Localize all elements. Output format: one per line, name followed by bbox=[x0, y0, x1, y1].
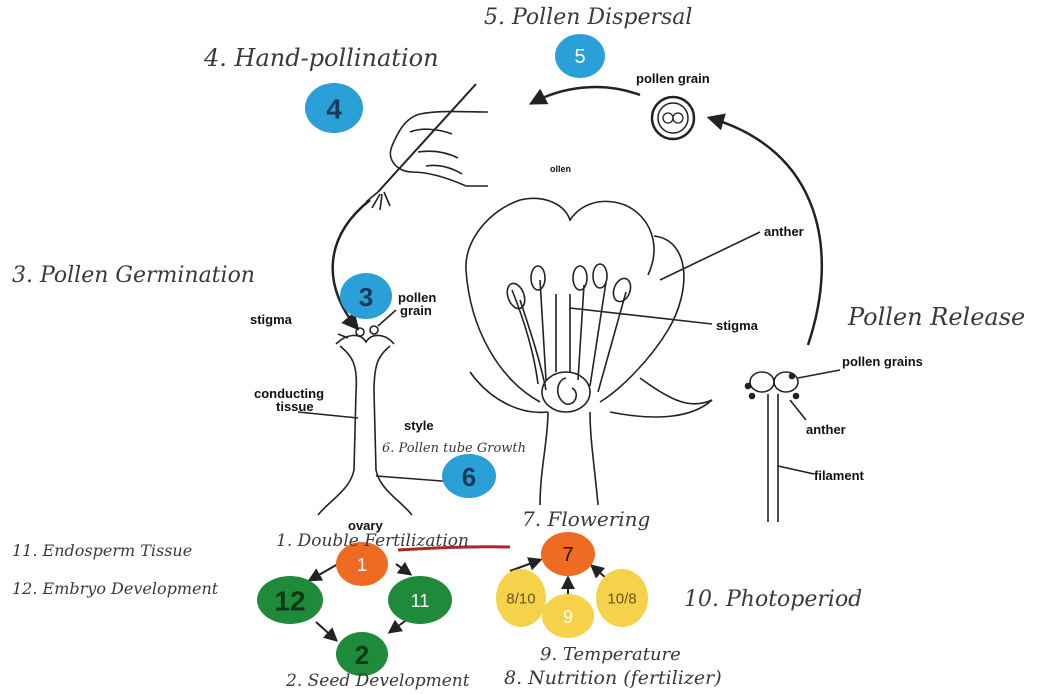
badge-8-10: 8/10 bbox=[496, 569, 546, 627]
badge-2: 2 bbox=[336, 632, 388, 676]
label-anther-right: anther bbox=[806, 422, 846, 437]
label-pollen-grain-top: pollen grain bbox=[636, 71, 710, 86]
flower-cross-section bbox=[466, 198, 760, 505]
label-pollen-germination: 3. Pollen Germination bbox=[12, 263, 255, 288]
label-pollen-release: Pollen Release bbox=[847, 303, 1025, 331]
badge-10-8: 10/8 bbox=[596, 569, 648, 627]
svg-text:3: 3 bbox=[359, 282, 373, 312]
label-hand-pollination: 4. Hand-pollination bbox=[203, 44, 439, 72]
label-pollen-grain-pistil-2: grain bbox=[400, 303, 432, 318]
badge-11: 11 bbox=[388, 576, 452, 624]
label-photoperiod: 10. Photoperiod bbox=[684, 587, 862, 612]
badge-9: 9 bbox=[542, 594, 594, 638]
badge-12: 12 bbox=[257, 576, 323, 624]
label-filament: filament bbox=[814, 468, 865, 483]
pollen-grain-illustration bbox=[652, 97, 694, 139]
arrow-grain-to-hand bbox=[532, 87, 640, 103]
svg-text:12: 12 bbox=[274, 586, 305, 617]
label-pollen-fragment: ollen bbox=[550, 164, 571, 174]
svg-text:6: 6 bbox=[462, 462, 476, 492]
pistil-illustration bbox=[298, 310, 455, 515]
label-flowering: 7. Flowering bbox=[522, 507, 650, 531]
label-stigma-flower: stigma bbox=[716, 318, 759, 333]
svg-text:9: 9 bbox=[563, 607, 573, 627]
label-endosperm-tissue: 11. Endosperm Tissue bbox=[12, 541, 192, 560]
badge-6: 6 bbox=[442, 454, 496, 498]
svg-text:1: 1 bbox=[357, 555, 367, 575]
svg-text:2: 2 bbox=[355, 640, 369, 670]
label-ovary: ovary bbox=[348, 518, 383, 533]
stamen-illustration bbox=[746, 370, 841, 522]
svg-text:4: 4 bbox=[326, 94, 342, 125]
label-pollen-grains-right: pollen grains bbox=[842, 354, 923, 369]
label-style: style bbox=[404, 418, 434, 433]
label-temperature: 9. Temperature bbox=[540, 644, 681, 665]
label-seed-development: 2. Seed Development bbox=[285, 671, 470, 691]
label-stigma-pistil: stigma bbox=[250, 312, 293, 327]
svg-text:11: 11 bbox=[411, 591, 430, 611]
label-double-fertilization: 1. Double Fertilization bbox=[276, 531, 469, 551]
svg-text:5: 5 bbox=[574, 46, 585, 68]
label-pollen-dispersal: 5. Pollen Dispersal bbox=[484, 5, 692, 30]
badge-5: 5 bbox=[555, 34, 605, 78]
label-pollen-tube-growth: 6. Pollen tube Growth bbox=[382, 441, 526, 456]
label-embryo-development: 12. Embryo Development bbox=[12, 579, 219, 598]
badge-3: 3 bbox=[340, 273, 392, 319]
label-anther-flower: anther bbox=[764, 224, 804, 239]
svg-text:7: 7 bbox=[562, 544, 573, 566]
label-conducting-tissue-2: tissue bbox=[276, 399, 314, 414]
badge-4: 4 bbox=[305, 83, 363, 133]
hand-with-brush-illustration bbox=[366, 84, 488, 210]
label-nutrition: 8. Nutrition (fertilizer) bbox=[504, 667, 722, 689]
svg-text:10/8: 10/8 bbox=[607, 591, 636, 608]
badge-7: 7 bbox=[541, 532, 595, 576]
svg-text:8/10: 8/10 bbox=[506, 591, 535, 608]
